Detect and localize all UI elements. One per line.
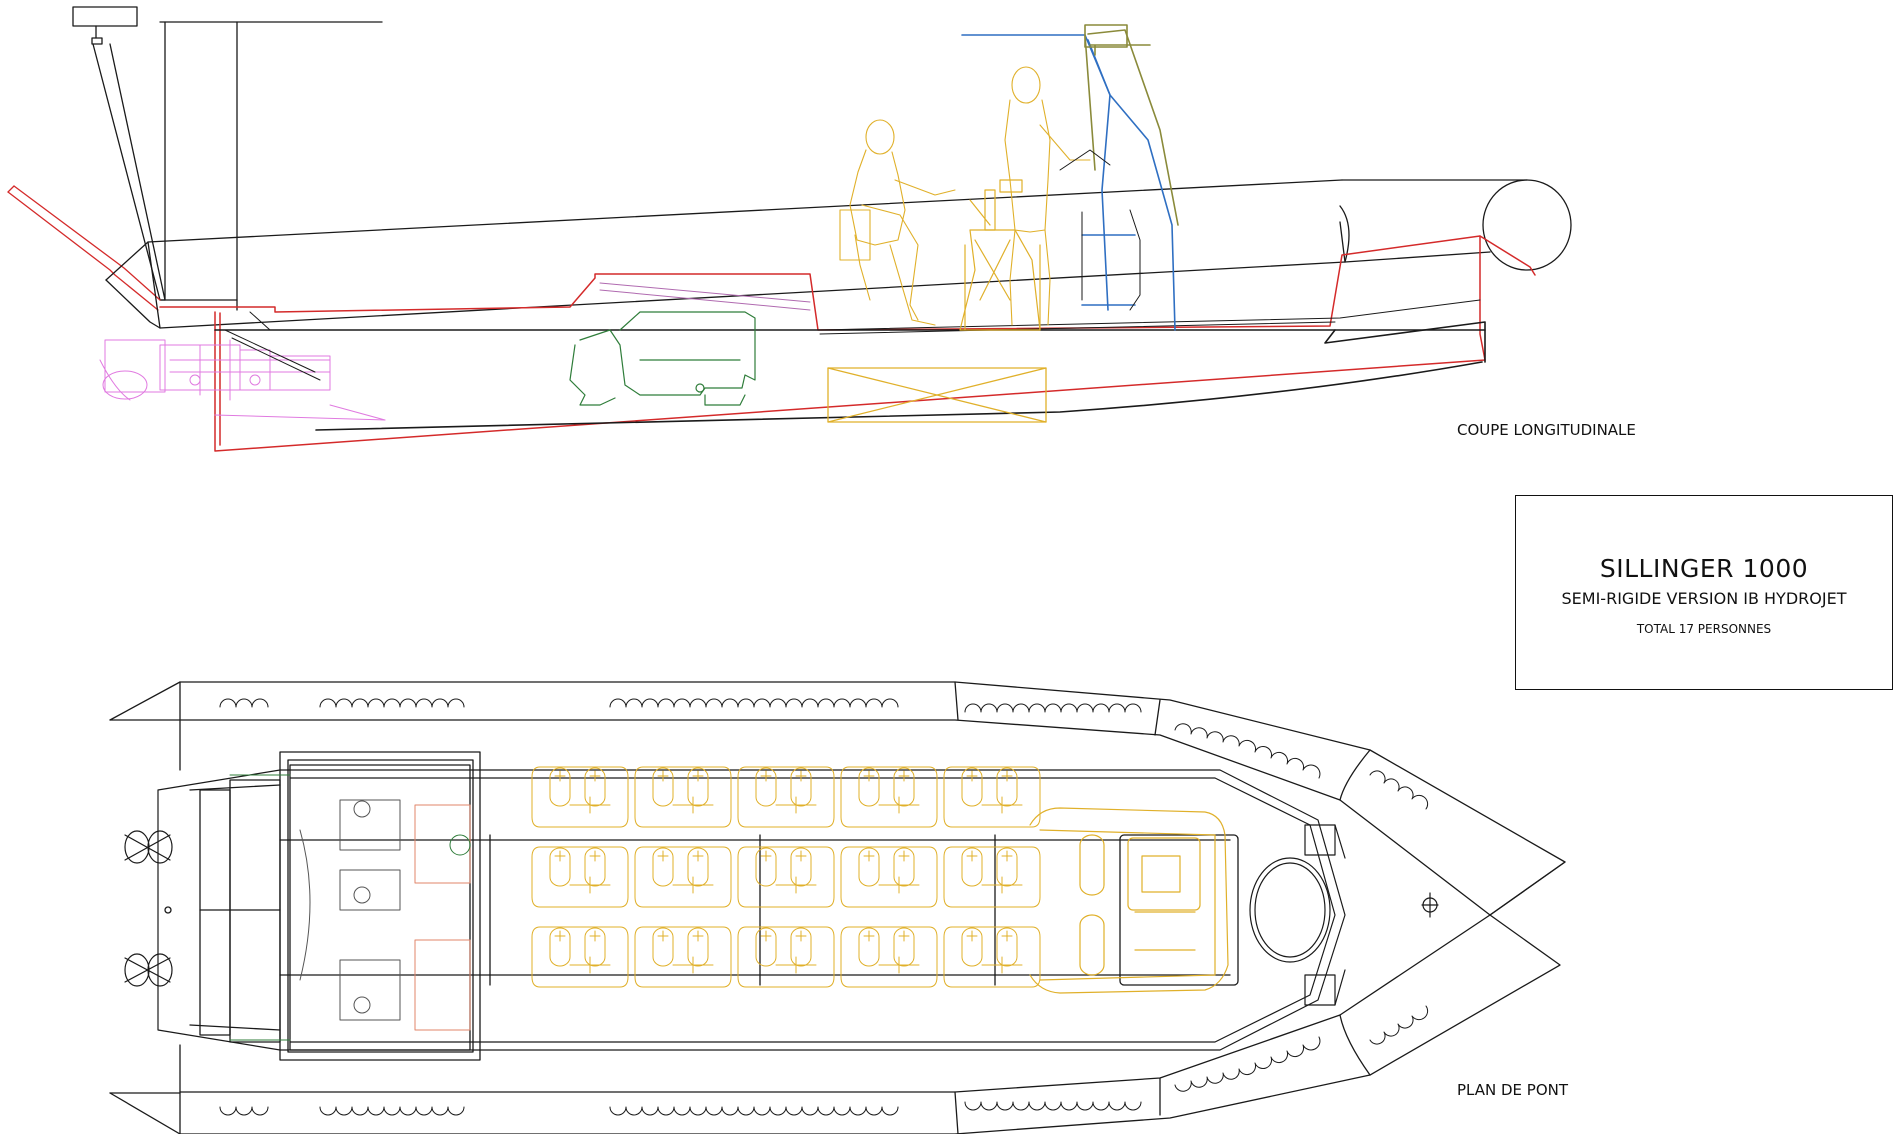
passenger-figure bbox=[531, 846, 629, 908]
standing-crew-figure bbox=[1004, 66, 1091, 326]
transom-engines bbox=[164, 751, 1239, 1061]
longitudinal-section-label: COUPE LONGITUDINALE bbox=[1457, 421, 1636, 439]
boat-version-subtitle: SEMI-RIGIDE VERSION IB HYDROJET bbox=[1561, 589, 1847, 608]
passenger-figure bbox=[840, 926, 938, 988]
passenger-figure bbox=[634, 846, 732, 908]
passenger-figure bbox=[737, 926, 835, 988]
passenger-figure bbox=[840, 766, 938, 828]
keel-line bbox=[214, 321, 1486, 431]
deck-plan-label: PLAN DE PONT bbox=[1457, 1081, 1569, 1099]
radar-mast bbox=[72, 6, 383, 311]
waterjet-unit bbox=[99, 339, 386, 421]
tube-profile bbox=[105, 179, 1572, 329]
passenger-figure bbox=[737, 766, 835, 828]
passenger-figure bbox=[737, 846, 835, 908]
passenger-figure bbox=[943, 766, 1041, 828]
passenger-figure bbox=[634, 766, 732, 828]
bow-cleat bbox=[1421, 892, 1439, 918]
helm-console bbox=[959, 179, 1041, 331]
jet-nozzles bbox=[124, 830, 173, 987]
storage-locker bbox=[827, 367, 1047, 423]
passenger-figure bbox=[531, 766, 629, 828]
t-top-frame bbox=[961, 24, 1179, 331]
title-block: SILLINGER 1000 SEMI-RIGIDE VERSION IB HY… bbox=[1515, 495, 1893, 690]
boarding-ladder bbox=[7, 185, 161, 311]
longitudinal-section bbox=[7, 6, 1572, 452]
tube-scallops-upper bbox=[219, 698, 1429, 810]
capacity-note: TOTAL 17 PERSONNES bbox=[1636, 622, 1772, 636]
cockpit-inner bbox=[157, 769, 1346, 1051]
deck-plan-outline bbox=[109, 681, 1566, 1134]
passenger-figure bbox=[840, 846, 938, 908]
deck-plan bbox=[109, 681, 1566, 1134]
exhaust-line bbox=[599, 282, 811, 311]
stern-detail bbox=[224, 311, 321, 381]
engine-detail bbox=[229, 774, 471, 1041]
inner-deck bbox=[819, 299, 1481, 335]
passenger-figure bbox=[531, 926, 629, 988]
engine-block bbox=[569, 311, 756, 406]
passenger-figure bbox=[943, 926, 1041, 988]
helm-station bbox=[1029, 807, 1229, 994]
passenger-seats bbox=[531, 766, 1041, 988]
passenger-figure bbox=[634, 926, 732, 988]
seated-crew-figure bbox=[839, 119, 956, 326]
tube-scallops-lower bbox=[219, 1005, 1429, 1116]
passenger-figure bbox=[943, 846, 1041, 908]
boat-model-name: SILLINGER 1000 bbox=[1599, 554, 1809, 583]
deck-line bbox=[159, 235, 1536, 452]
